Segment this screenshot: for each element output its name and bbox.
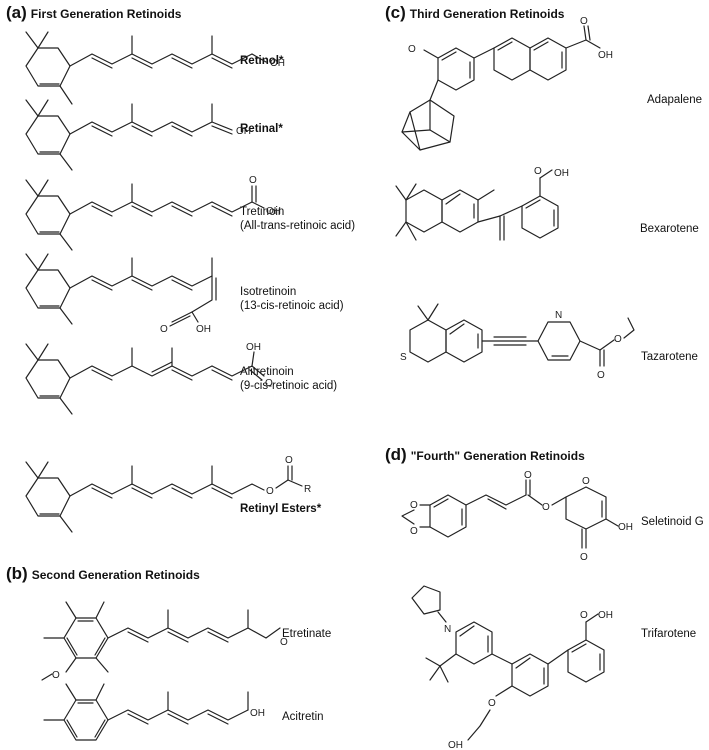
tretinoin-oh: OH (266, 206, 281, 217)
structure-retinyl-esters: O O R (25, 455, 311, 533)
panel-c-title: (c)Third Generation Retinoids (385, 3, 564, 23)
name-seletinoid-g: Seletinoid G (641, 516, 704, 528)
isotretinoin-oh: OH (196, 324, 211, 335)
panel-c-letter: (c) (385, 3, 406, 22)
name-etretinate: Etretinate (282, 628, 332, 640)
seletinoid-carbonyl-o: O (524, 470, 532, 481)
retinol-ring (25, 47, 71, 87)
retinal-oh: OH (236, 126, 251, 137)
retinyl-ester-o: O (266, 486, 274, 497)
tazarotene-n: N (555, 310, 562, 321)
acitretin-oh: OH (250, 708, 265, 719)
retinyl-ester-r: R (304, 484, 311, 495)
name-retinal: Retinal* (240, 123, 283, 135)
structure-alitretinoin: OH O (25, 342, 273, 415)
seletinoid-o2: O (410, 526, 418, 537)
bexarotene-o: O (534, 166, 542, 177)
panel-d-title: (d)"Fourth" Generation Retinoids (385, 445, 585, 465)
panel-a-title: (a)First Generation Retinoids (6, 3, 181, 23)
panel-b-label: Second Generation Retinoids (31, 568, 200, 582)
structure-bexarotene: O OH (395, 166, 569, 241)
adapalene-oh: OH (598, 50, 613, 61)
name-trifarotene: Trifarotene (641, 628, 697, 640)
panel-d-label: "Fourth" Generation Retinoids (410, 449, 585, 463)
name-tretinoin-main: Tretinoin (240, 206, 285, 218)
structure-tazarotene: S N O O (400, 303, 635, 381)
name-tretinoin-sub: (All-trans-retinoic acid) (240, 220, 356, 232)
seletinoid-keto-o: O (580, 552, 588, 563)
structure-isotretinoin: O OH (25, 253, 217, 335)
structure-adapalene: O O OH (401, 16, 613, 151)
trifarotene-n: N (444, 624, 451, 635)
panel-c-label: Third Generation Retinoids (409, 7, 565, 21)
structure-seletinoid-g: O O O O O O OH (401, 470, 633, 563)
retinyl-ester-carbonyl-o: O (285, 455, 293, 466)
panel-d-letter: (d) (385, 445, 407, 464)
name-acitretin: Acitretin (282, 711, 324, 723)
panel-a-label: First Generation Retinoids (30, 7, 182, 21)
name-alitretinoin: Alitretinoin (9-cis-retinoic acid) (240, 365, 337, 393)
tazarotene-s: S (400, 352, 407, 363)
trifarotene-oh: OH (598, 610, 613, 621)
seletinoid-o1: O (410, 500, 418, 511)
name-bexarotene: Bexarotene (640, 223, 699, 235)
alitretinoin-o: O (265, 378, 273, 389)
seletinoid-ring-o: O (582, 476, 590, 487)
name-tazarotene: Tazarotene (641, 351, 698, 363)
seletinoid-ester-o: O (542, 502, 550, 513)
name-retinol: Retinol* (240, 55, 284, 67)
tazarotene-o: O (614, 334, 622, 345)
structure-tretinoin: O OH (25, 175, 281, 251)
adapalene-carbonyl-o: O (580, 16, 588, 27)
retinol-oh: OH (270, 58, 285, 69)
tretinoin-o: O (249, 175, 257, 186)
tazarotene-carbonyl-o: O (597, 370, 605, 381)
trifarotene-oh-terminal: OH (448, 740, 463, 750)
isotretinoin-o: O (160, 324, 168, 335)
name-retinyl-esters: Retinyl Esters* (240, 503, 322, 515)
panel-b-title: (b)Second Generation Retinoids (6, 564, 200, 584)
name-tretinoin: Tretinoin (All-trans-retinoic acid) (240, 205, 355, 233)
structure-acitretin: OH (43, 683, 265, 741)
pyrrolidine-ring (411, 585, 441, 615)
structure-retinol: OH (25, 31, 285, 105)
name-alitretinoin-sub: (9-cis-retinoic acid) (240, 380, 338, 392)
panel-a-letter: (a) (6, 3, 27, 22)
name-adapalene: Adapalene (647, 94, 702, 106)
name-isotretinoin: Isotretinoin (13-cis-retinoic acid) (240, 285, 344, 313)
structure-trifarotene: N O OH O OH (411, 585, 613, 750)
name-isotretinoin-sub: (13-cis-retinoic acid) (240, 300, 344, 312)
etretinate-o: O (280, 637, 288, 648)
bexarotene-oh: OH (554, 168, 569, 179)
name-isotretinoin-main: Isotretinoin (240, 286, 297, 298)
trifarotene-ether-o: O (488, 698, 496, 709)
adapalene-o: O (408, 44, 416, 55)
structure-retinal: OH (25, 99, 251, 171)
structure-etretinate: O O (41, 601, 288, 681)
panel-b-letter: (b) (6, 564, 28, 583)
alitretinoin-oh: OH (246, 342, 261, 353)
trifarotene-carbonyl-o: O (580, 610, 588, 621)
seletinoid-oh: OH (618, 522, 633, 533)
etretinate-ome-o: O (52, 670, 60, 681)
name-alitretinoin-main: Alitretinoin (240, 366, 294, 378)
